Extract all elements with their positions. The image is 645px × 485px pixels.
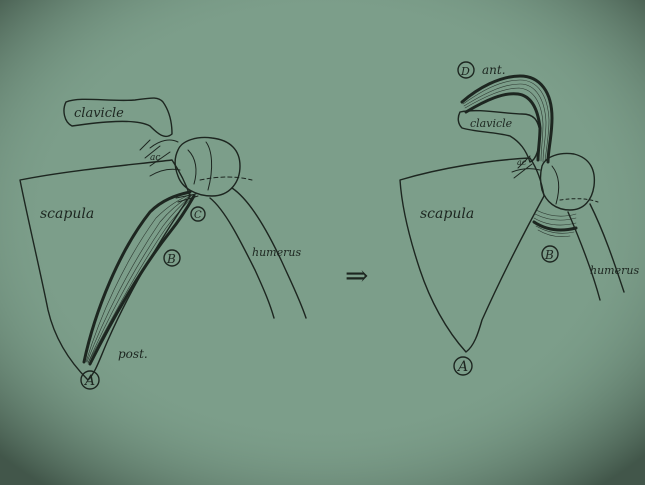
right-point-d-label: D	[460, 65, 470, 78]
right-clavicle-label: clavicle	[470, 117, 513, 130]
left-scapula-label: scapula	[40, 206, 94, 222]
right-ant-label: ant.	[482, 63, 506, 77]
transition-arrow: ⇒	[345, 259, 368, 292]
right-point-b-label: B	[544, 248, 554, 262]
right-humerus-label: humerus	[590, 264, 639, 277]
left-ac-label: ac	[150, 153, 160, 163]
left-point-b-label: B	[166, 252, 176, 266]
left-point-a-label: A	[83, 373, 95, 389]
left-post-label: post.	[118, 347, 148, 361]
right-point-a-label: A	[456, 359, 468, 375]
left-humerus-label: humerus	[252, 246, 301, 259]
right-ac-label: ac	[517, 158, 527, 167]
left-clavicle-label: clavicle	[74, 106, 124, 121]
right-scapula-label: scapula	[420, 206, 474, 222]
left-point-c-label: C	[194, 210, 202, 221]
